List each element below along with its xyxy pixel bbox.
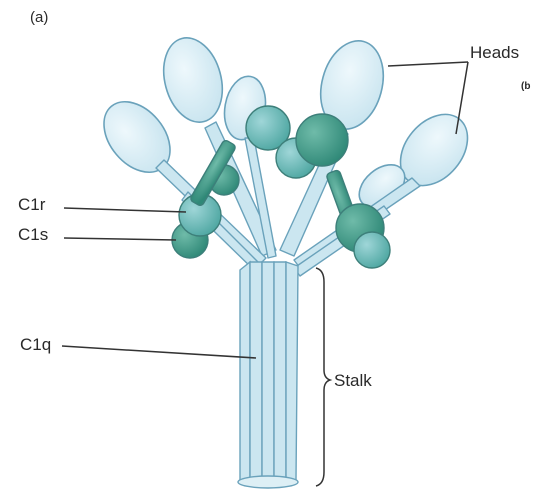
stalk-label: Stalk — [334, 372, 372, 389]
heads-label: Heads — [470, 44, 519, 61]
head-left-top — [155, 31, 231, 129]
c1r-right — [354, 232, 390, 268]
strand-3 — [262, 262, 274, 484]
strand-5 — [286, 262, 298, 480]
c1s-label: C1s — [18, 226, 48, 243]
heads-leader-1 — [388, 62, 468, 66]
c1q-leader — [62, 346, 256, 358]
strand-2 — [250, 262, 262, 482]
stalk-brace — [316, 268, 330, 486]
panel-b-fragment: (b — [521, 82, 530, 92]
c1r-c1s-subunits — [172, 106, 390, 268]
c1r-leader — [64, 208, 186, 212]
c1q-label: C1q — [20, 336, 51, 353]
strand-1 — [240, 262, 250, 480]
stalk-end — [238, 476, 298, 488]
c1r-label: C1r — [18, 196, 45, 213]
panel-label: (a) — [30, 10, 48, 25]
c1s-top-right — [296, 114, 348, 166]
stalk-strands — [238, 262, 298, 488]
c1s-leader — [64, 238, 176, 240]
strand-4 — [274, 262, 286, 484]
